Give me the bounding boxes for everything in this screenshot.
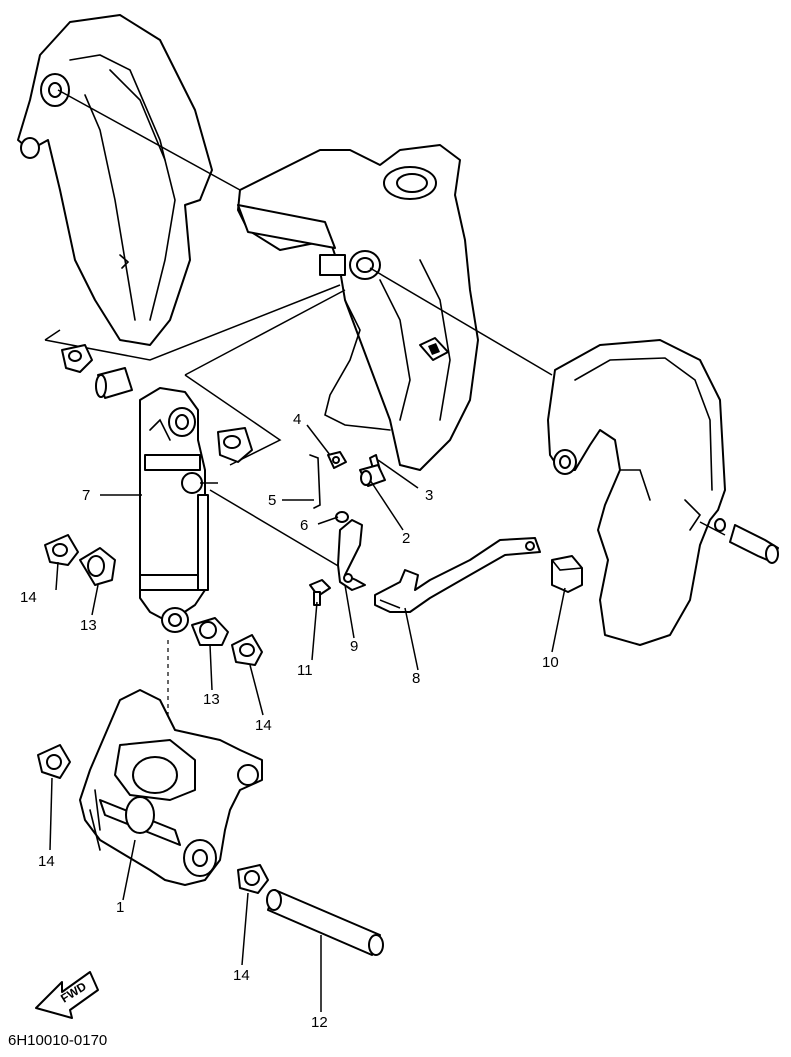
collar-2 [359,464,386,487]
nut-4 [327,451,347,469]
callout-labels: 1 2 3 4 5 6 7 8 9 10 11 12 13 13 14 14 1… [20,411,559,1031]
spacer-top-left [95,367,133,399]
bolt-right [714,518,779,564]
bolt-11 [309,579,331,606]
callout-10: 10 [542,654,559,671]
callout-1: 1 [116,899,124,916]
callout-2: 2 [402,530,410,547]
callout-14-lower-left: 14 [38,853,55,870]
callout-13-left: 13 [80,617,97,634]
shaft-12 [266,889,384,956]
callout-14-mid-left: 14 [20,589,37,606]
right-clamp-bracket [547,339,726,646]
callout-13-right: 13 [203,691,220,708]
callout-12: 12 [311,1014,328,1031]
drawing-code: 6H10010-0170 [8,1032,107,1049]
callout-4: 4 [293,411,301,428]
callout-5: 5 [268,492,276,509]
callout-7: 7 [82,487,90,504]
alignment-lines [44,89,726,860]
rod-5 [309,454,321,509]
callout-14-mid-right: 14 [255,717,272,734]
trim-cylinder [139,387,218,633]
pad-10 [551,555,583,593]
bushing-lower-left [37,744,71,779]
bushing-left-mid [44,534,79,566]
callout-3: 3 [425,487,433,504]
callout-11: 11 [297,662,313,679]
callout-14-lower-right: 14 [233,967,250,984]
bracket-9 [337,519,366,591]
lever-8 [374,537,541,613]
leader-lines [49,424,566,1012]
lower-bracket-1 [79,689,263,886]
fwd-arrow-icon: FWD [35,971,99,1019]
bushing-top-left [61,344,93,373]
callout-9: 9 [350,638,358,655]
left-clamp-bracket [17,14,213,346]
spacer-left-mid [79,547,116,586]
callout-6: 6 [300,517,308,534]
bushing-right-low [231,634,263,666]
callout-8: 8 [412,670,420,687]
spacer-right-low [191,617,229,646]
bushing-cylinder-top [217,427,253,463]
bushing-lower-right [237,864,269,894]
swivel-bracket [237,144,479,471]
